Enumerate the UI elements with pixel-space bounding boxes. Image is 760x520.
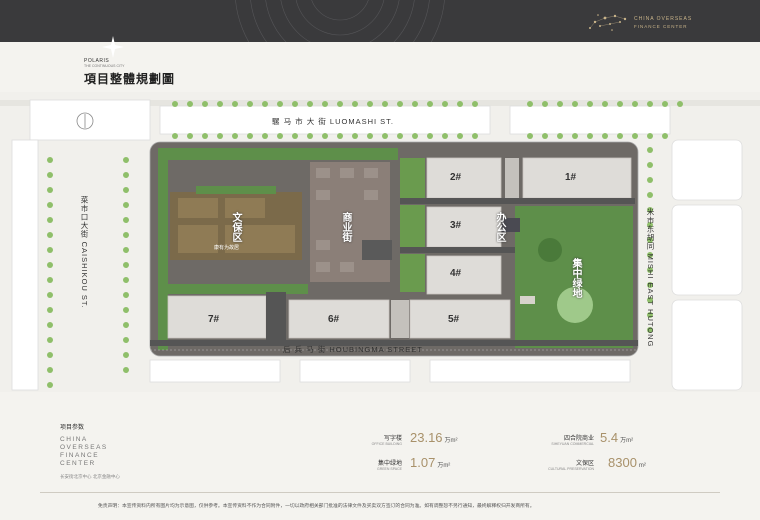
- plot-5-tower: [409, 299, 511, 339]
- cofc-wordmark: CHINA OVERSEAS FINANCE CENTER: [60, 436, 108, 468]
- plot-label-3: 3#: [450, 220, 462, 231]
- brand-logo: CHINA OVERSEAS FINANCE CENTER: [586, 8, 756, 36]
- stat-number: 8300: [608, 455, 637, 470]
- zone-label-heritage-sub: 康有为故居: [214, 245, 240, 251]
- page-title: 項目整體規劃圖: [84, 72, 176, 86]
- stat-number: 5.4: [600, 430, 619, 445]
- params-title: 项目参数: [60, 424, 85, 431]
- cofc-line-4: CENTER: [60, 460, 96, 467]
- stat-unit: 万m²: [437, 463, 451, 469]
- header-bar: CHINA OVERSEAS FINANCE CENTER: [0, 0, 760, 42]
- street-label-caishikou: 菜市口大街 CAISHIKOU ST.: [80, 196, 89, 309]
- stat-label-office: 写字楼: [383, 435, 402, 442]
- zone-label-heritage: 文保区: [230, 212, 241, 242]
- stat-en-heritage: CULTURAL PRESERVATION: [548, 467, 594, 471]
- plot-1-tower: [522, 157, 632, 199]
- street-label-houbingma: 后 兵 马 街 HOUBINGMA STREET: [283, 345, 423, 354]
- footer-divider: [40, 492, 720, 493]
- master-plan-map: [0, 92, 760, 392]
- compass-icon: [76, 112, 94, 130]
- plot-label-6: 6#: [328, 314, 340, 325]
- stat-label-green: 集中绿地: [377, 460, 402, 467]
- plot-4-tower: [426, 255, 502, 295]
- stat-unit: 万m²: [620, 438, 634, 444]
- tree-row-top: [172, 101, 683, 139]
- constellation-icon: [589, 14, 627, 31]
- brand-line-1: CHINA OVERSEAS: [634, 16, 693, 22]
- cofc-subtitle: 长安街北京中心 北京金融中心: [60, 475, 120, 480]
- stat-en-siheyuan: SIHEYUAN COMMERCIAL: [551, 442, 594, 446]
- polaris-subtitle: THE CONTINUOUS CITY: [84, 64, 125, 68]
- cofc-line-3: FINANCE: [60, 452, 100, 459]
- zone-label-commerce: 商业街: [340, 212, 351, 242]
- plot-label-1: 1#: [565, 172, 577, 183]
- plot-label-4: 4#: [450, 268, 462, 279]
- brand-line-2: FINANCE CENTER: [634, 24, 688, 29]
- stat-unit: m²: [638, 463, 646, 469]
- street-label-luomashi: 騾 马 市 大 街 LUOMASHI ST.: [272, 117, 395, 126]
- plot-label-7: 7#: [208, 314, 220, 325]
- zone-label-green: 集中绿地: [570, 258, 581, 298]
- cofc-line-2: OVERSEAS: [60, 444, 108, 451]
- stat-label-heritage: 文保区: [575, 460, 594, 467]
- plot-2-tower: [426, 157, 502, 199]
- central-green-space: [515, 206, 633, 348]
- plot-label-5: 5#: [448, 314, 460, 325]
- plot-6-tower: [288, 299, 390, 339]
- decorative-arcs: [235, 0, 445, 42]
- cofc-line-1: CHINA: [60, 436, 88, 443]
- street-label-mishi: 米市东胡同 MISHI EAST HUTONG: [646, 208, 655, 348]
- stat-en-office: OFFICE BUILDING: [371, 442, 402, 446]
- stat-number: 1.07: [410, 455, 436, 470]
- tree-column-left: [47, 157, 129, 388]
- stat-unit: 万m²: [444, 438, 458, 444]
- stat-number: 23.16: [410, 430, 443, 445]
- plot-label-2: 2#: [450, 172, 462, 183]
- plot-3-tower: [426, 206, 502, 248]
- tree-column-right: [647, 147, 653, 333]
- polaris-label: POLARIS: [84, 58, 110, 64]
- disclaimer-text: 免责声明：本宣传资料内所有图片均为示意图，仅供参考。本宣传资料不作为合同附件，一…: [98, 504, 535, 509]
- stat-en-green: GREEN SPACE: [376, 467, 402, 471]
- zone-label-office: 办公区: [494, 212, 505, 242]
- star-icon: [102, 36, 124, 58]
- stat-label-siheyuan: 四合院商业: [563, 435, 594, 442]
